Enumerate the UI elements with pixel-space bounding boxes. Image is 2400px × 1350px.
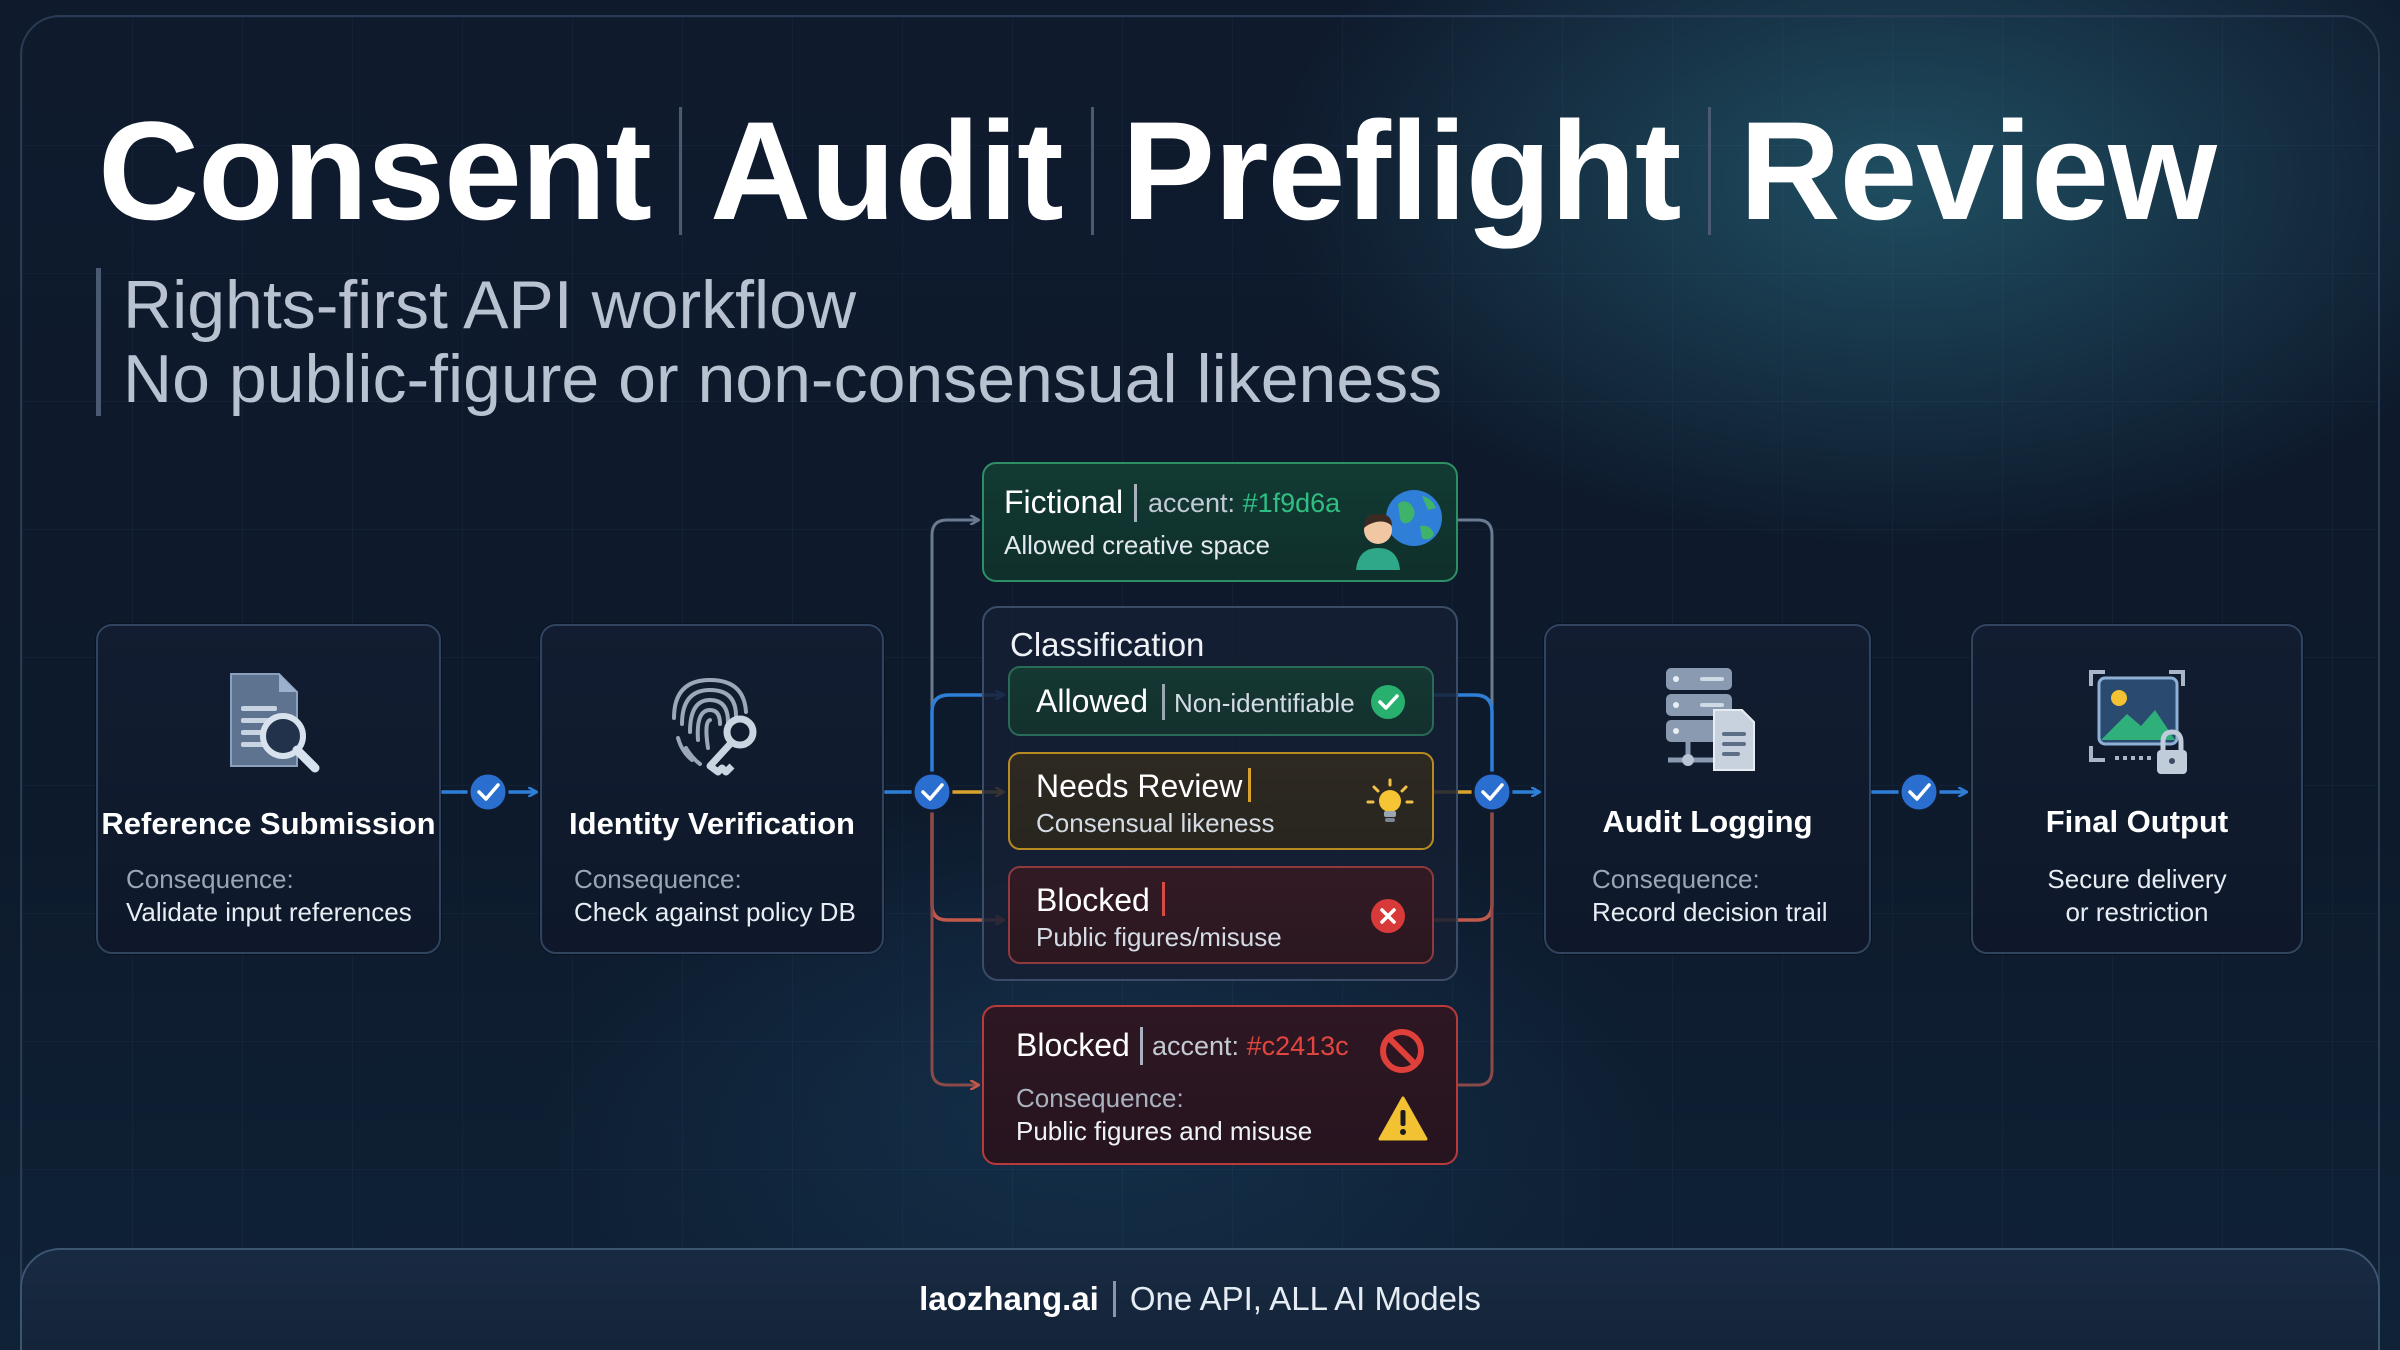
consequence-text: Check against policy DB: [574, 897, 856, 927]
accent-value: #c2413c: [1246, 1031, 1349, 1061]
classification-panel: Classification Allowed Non-identifiable …: [982, 606, 1458, 981]
divider: [1162, 882, 1165, 916]
divider: [1248, 768, 1251, 802]
option-description: Public figures/misuse: [1036, 922, 1282, 952]
blocked-card: Blocked accent: #c2413c Consequence: Pub…: [982, 1005, 1458, 1165]
accent-label: accent:: [1152, 1031, 1240, 1061]
footer: laozhang.ai One API, ALL AI Models: [20, 1248, 2380, 1350]
document-search-icon: [209, 662, 329, 782]
footer-text: laozhang.ai One API, ALL AI Models: [22, 1280, 2378, 1318]
warning-icon: [1378, 1095, 1428, 1143]
consequence-text: Public figures and misuse: [1016, 1116, 1313, 1146]
check-badge-4: [1898, 771, 1940, 813]
step-audit-logging: Audit Logging Consequence: Record decisi…: [1544, 624, 1871, 954]
option-allowed[interactable]: Allowed Non-identifiable: [1008, 666, 1434, 736]
step-title: Audit Logging: [1602, 804, 1813, 839]
step-identity-verification: Identity Verification Consequence: Check…: [540, 624, 884, 954]
fictional-name: Fictional: [1004, 484, 1124, 520]
merge-from-fictional: [1458, 518, 1494, 792]
fingerprint-key-icon: [652, 662, 772, 782]
classification-title: Classification: [1010, 626, 1205, 663]
blocked-name: Blocked: [1016, 1027, 1130, 1063]
fictional-accent: accent: #1f9d6a: [1148, 488, 1340, 519]
merge-from-blocked-card: [1458, 792, 1494, 1087]
subtitle: Rights-first API workflow No public-figu…: [96, 268, 1442, 416]
consequence-text: Record decision trail: [1592, 897, 1828, 927]
title-divider: [1708, 107, 1712, 235]
divider: [1134, 484, 1137, 522]
option-name: Needs Review: [1036, 768, 1243, 804]
check-badge-1: [467, 771, 509, 813]
branch-to-allowed: [930, 695, 1003, 792]
footer-brand-link[interactable]: laozhang.ai: [919, 1280, 1099, 1317]
step-reference-submission: Reference Submission Consequence: Valida…: [96, 624, 441, 954]
option-needs-review[interactable]: Needs Review Consensual likeness: [1008, 752, 1434, 850]
step-final-output: Final Output Secure delivery or restrict…: [1971, 624, 2303, 954]
title-divider: [679, 107, 682, 235]
branch-to-fictional: [930, 520, 978, 792]
option-name: Allowed: [1036, 683, 1149, 719]
consequence-label: Consequence:: [126, 864, 294, 894]
fictional-description: Allowed creative space: [1004, 530, 1270, 560]
footer-tagline: One API, ALL AI Models: [1129, 1280, 1481, 1317]
subtitle-line-2: No public-figure or non-consensual liken…: [123, 341, 1443, 417]
divider: [1140, 1027, 1143, 1065]
step-title: Final Output: [2045, 804, 2229, 839]
accent-value: #1f9d6a: [1242, 488, 1341, 518]
check-badge-3: [1471, 771, 1513, 813]
person-globe-icon: [1352, 482, 1446, 572]
title-word-review: Review: [1739, 92, 2216, 249]
consequence-label: Consequence:: [1592, 864, 1760, 894]
fictional-card: Fictional accent: #1f9d6a Allowed creati…: [982, 462, 1458, 582]
output-line-1: Secure delivery: [2047, 864, 2227, 894]
x-circle-icon: [1370, 898, 1406, 934]
output-line-2: or restriction: [2065, 897, 2209, 927]
check-circle-icon: [1370, 684, 1406, 720]
option-description: Non-identifiable: [1174, 688, 1355, 718]
server-document-icon: [1648, 660, 1768, 780]
title-word-audit: Audit: [710, 92, 1064, 249]
option-blocked[interactable]: Blocked Public figures/misuse: [1008, 866, 1434, 964]
divider: [1162, 684, 1165, 720]
image-lock-icon: [2077, 660, 2197, 780]
subtitle-line-1: Rights-first API workflow: [123, 267, 857, 343]
merge-from-allowed: [1433, 693, 1494, 792]
lightbulb-icon: [1366, 778, 1414, 826]
accent-label: accent:: [1148, 488, 1236, 518]
title-word-consent: Consent: [98, 92, 652, 249]
footer-divider: [1112, 1281, 1116, 1317]
consequence-text: Validate input references: [126, 897, 412, 927]
consequence-label: Consequence:: [1016, 1083, 1184, 1113]
option-name: Blocked: [1036, 882, 1150, 918]
blocked-accent: accent: #c2413c: [1152, 1031, 1349, 1062]
step-title: Reference Submission: [101, 806, 436, 841]
page-title: Consent Audit Preflight Review: [98, 92, 2217, 249]
step-title: Identity Verification: [569, 806, 855, 841]
title-word-preflight: Preflight: [1121, 92, 1682, 249]
branch-to-blocked-card: [930, 792, 978, 1085]
check-badge-2: [911, 771, 953, 813]
option-description: Consensual likeness: [1036, 808, 1275, 838]
consequence-label: Consequence:: [574, 864, 742, 894]
no-entry-icon: [1378, 1027, 1426, 1075]
title-divider: [1090, 107, 1094, 235]
